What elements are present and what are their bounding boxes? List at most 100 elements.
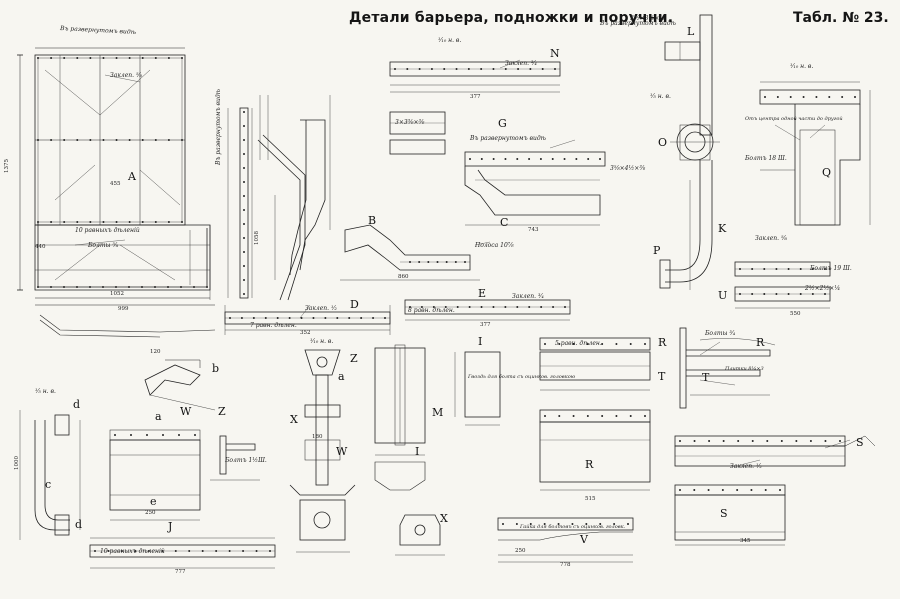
rivet-hole (464, 261, 466, 263)
rivet-hole (243, 111, 245, 113)
rivet-hole (312, 317, 315, 319)
rivet-hole (787, 293, 790, 295)
rivet-hole (243, 265, 245, 267)
dim-250-e: 250 (145, 510, 156, 516)
rivet-hole (480, 68, 483, 70)
letter-x: X (290, 413, 298, 426)
rivet-hole (37, 286, 39, 288)
dim-1375: 1375 (4, 159, 10, 173)
rivet-hole (751, 268, 754, 270)
rivet-hole (154, 221, 157, 223)
letter-g: G (498, 117, 507, 130)
rivet-hole (50, 221, 53, 223)
dim-778: 778 (560, 562, 571, 568)
letter-r-2: R (756, 336, 765, 349)
rivet-hole (162, 434, 164, 436)
rivet-hole (181, 139, 183, 141)
rivet-hole (572, 415, 575, 417)
rivet-hole (167, 139, 170, 141)
letter-d: D (350, 298, 359, 311)
rivet-hole (240, 317, 243, 319)
note-rivets-d: Заклеп. ¹⁄₂ (305, 305, 337, 312)
rivet-hole (63, 139, 66, 141)
rivet-hole (528, 306, 531, 308)
part-u-strips (734, 261, 831, 309)
rivet-hole (502, 523, 504, 525)
letter-j: J (167, 520, 172, 533)
rivet-hole (543, 523, 546, 525)
part-e-plate (109, 429, 201, 521)
rivet-hole (174, 550, 177, 552)
dim-345: 345 (740, 538, 751, 544)
rivet-hole (779, 489, 781, 491)
rivet-hole (599, 158, 601, 160)
rivet-hole (644, 415, 646, 417)
rivet-hole (427, 261, 430, 263)
rivet-hole (629, 415, 632, 417)
rivet-hole (147, 550, 150, 552)
rivet-hole (480, 306, 483, 308)
rivet-hole (324, 317, 327, 319)
rivet-hole (409, 306, 411, 308)
rivet-hole (115, 139, 118, 141)
rivet-hole (766, 440, 769, 442)
rivet-hole (693, 440, 696, 442)
angle-small (210, 435, 260, 481)
caption-unfolded-c: Въ развернутомъ видѣ (469, 135, 547, 142)
dim-777: 777 (175, 569, 186, 575)
rivet-hole (586, 415, 589, 417)
rivet-hole (115, 221, 118, 223)
rivet-hole (443, 68, 446, 70)
note-rivets-a: Заклеп. ⁵⁄₈ (110, 72, 142, 79)
rivet-hole (384, 317, 386, 319)
rivet-hole (76, 221, 79, 223)
rivet-hole (839, 440, 841, 442)
rivet-hole (130, 434, 132, 436)
letter-z-2: Z (218, 405, 226, 418)
rivet-hole (750, 489, 753, 491)
rivet-hole (167, 286, 169, 288)
rivet-hole (455, 68, 458, 70)
rivet-hole (181, 221, 183, 223)
rivet-hole (243, 139, 245, 141)
part-r-t (539, 337, 651, 491)
part-c-rail (464, 151, 606, 226)
note-bolts-a: Болты ⁵⁄₈ (87, 242, 119, 249)
rivet-hole (269, 550, 271, 552)
rivet-hole (418, 68, 421, 70)
letter-d-small-2: d (75, 518, 82, 531)
note-pitch-a: 10 равныхъ дѣленій (75, 227, 140, 234)
rivet-hole (529, 523, 532, 525)
rivet-hole (563, 158, 566, 160)
part-d-c-handrail (19, 410, 81, 540)
rivet-hole (228, 550, 231, 552)
caption-unfolded-top: Въ развернутомъ видѣ (599, 20, 677, 27)
note-bar-2: Болтъ 18 Ш. (744, 155, 787, 162)
rivet-hole (193, 286, 195, 288)
part-l-k-post (659, 14, 720, 290)
rivet-hole (102, 139, 105, 141)
rivet-hole (432, 306, 435, 308)
rivet-hole (141, 286, 143, 288)
rivet-hole (587, 158, 590, 160)
rivet-hole (37, 57, 39, 59)
rivet-hole (89, 286, 91, 288)
rivet-hole (707, 489, 710, 491)
part-w-z-bracket (144, 359, 216, 411)
rivet-hole (300, 317, 303, 319)
dim-1052: 1052 (110, 291, 124, 297)
dim-743: 743 (528, 227, 539, 233)
rivet-hole (107, 550, 110, 552)
rivet-hole (63, 57, 66, 59)
rivet-hole (229, 317, 231, 319)
rivet-hole (551, 158, 554, 160)
angle-r (679, 327, 776, 409)
dim-250-v: 250 (515, 548, 526, 554)
rivet-hole (828, 96, 831, 98)
rivet-hole (789, 96, 792, 98)
rivet-hole (115, 57, 118, 59)
rivet-hole (529, 68, 532, 70)
dim-860: 860 (398, 274, 409, 280)
